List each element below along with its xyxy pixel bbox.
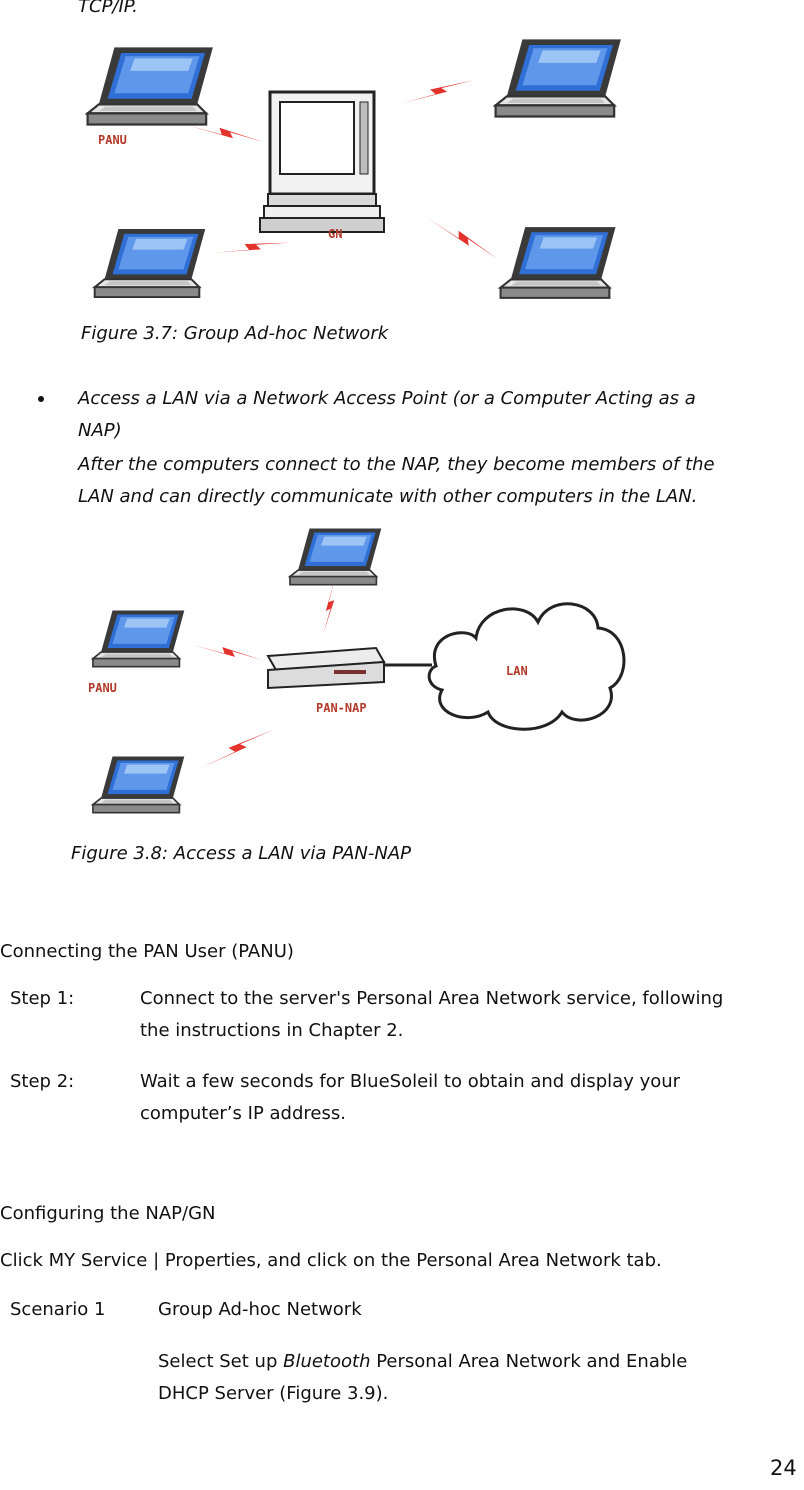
signal-bolt-icon xyxy=(201,716,274,782)
laptop-icon-left xyxy=(91,609,186,668)
instruction-suffix: Personal Area Network and Enable xyxy=(370,1351,688,1372)
figure-caption-3-8: Figure 3.8: Access a LAN via PAN-NAP xyxy=(71,843,412,864)
top-text-fragment: TCP/IP. xyxy=(78,0,138,17)
instruction-prefix: Select Set up xyxy=(158,1351,284,1372)
signal-bolt-icon xyxy=(214,227,291,269)
bullet-title-line-2: NAP) xyxy=(78,420,122,441)
gn-computer-icon xyxy=(259,90,385,233)
laptop-icon-top xyxy=(288,527,383,586)
label-gn: GN xyxy=(328,227,342,241)
lan-cloud-icon xyxy=(427,602,626,731)
step-2-text-line-1: Wait a few seconds for BlueSoleil to obt… xyxy=(140,1071,681,1092)
laptop-icon-bottom-right xyxy=(499,225,617,300)
laptop-icon-top-right xyxy=(494,38,623,118)
laptop-icon-bottom xyxy=(91,755,186,814)
page-number: 24 xyxy=(770,1456,797,1480)
signal-bolt-icon xyxy=(421,218,504,260)
figure-caption-3-7: Figure 3.7: Group Ad-hoc Network xyxy=(81,323,389,344)
label-panu: PANU xyxy=(98,133,127,147)
bullet-body-line-2: LAN and can directly communicate with ot… xyxy=(78,486,698,507)
step-2-text-line-2: computer’s IP address. xyxy=(140,1103,346,1124)
scenario-instruction-line-1: Select Set up Bluetooth Personal Area Ne… xyxy=(158,1351,687,1373)
figure-group-adhoc-network: PANU GN xyxy=(86,38,623,300)
bullet-marker xyxy=(38,396,44,402)
figure-lan-via-pan-nap: PANU PAN-NAP LAN xyxy=(88,527,626,814)
label-lan: LAN xyxy=(506,664,528,678)
signal-bolt-icon xyxy=(401,65,475,118)
step-1-text-line-1: Connect to the server's Personal Area Ne… xyxy=(140,988,724,1009)
nap-device-icon xyxy=(266,646,386,690)
section-heading-panu: Connecting the PAN User (PANU) xyxy=(0,941,294,962)
scenario-label: Scenario 1 xyxy=(10,1299,106,1320)
step-1-text-line-2: the instructions in Chapter 2. xyxy=(140,1020,404,1041)
instruction-bluetooth: Bluetooth xyxy=(283,1351,371,1372)
laptop-icon-bottom-left xyxy=(93,227,207,299)
signal-bolt-icon xyxy=(188,125,263,142)
section-heading-nap-gn: Configuring the NAP/GN xyxy=(0,1203,216,1224)
bullet-title-line-1: Access a LAN via a Network Access Point … xyxy=(78,388,696,409)
signal-bolt-icon xyxy=(193,645,263,661)
scenario-title: Group Ad-hoc Network xyxy=(158,1299,362,1320)
scenario-instruction-line-2: DHCP Server (Figure 3.9). xyxy=(158,1383,389,1404)
label-panu: PANU xyxy=(88,681,117,695)
section-intro: Click MY Service | Properties, and click… xyxy=(0,1250,662,1271)
bullet-body-line-1: After the computers connect to the NAP, … xyxy=(78,454,715,475)
label-pan-nap: PAN-NAP xyxy=(316,701,367,715)
step-2-label: Step 2: xyxy=(10,1071,75,1092)
step-1-label: Step 1: xyxy=(10,988,75,1009)
laptop-icon-top-left xyxy=(86,46,215,126)
